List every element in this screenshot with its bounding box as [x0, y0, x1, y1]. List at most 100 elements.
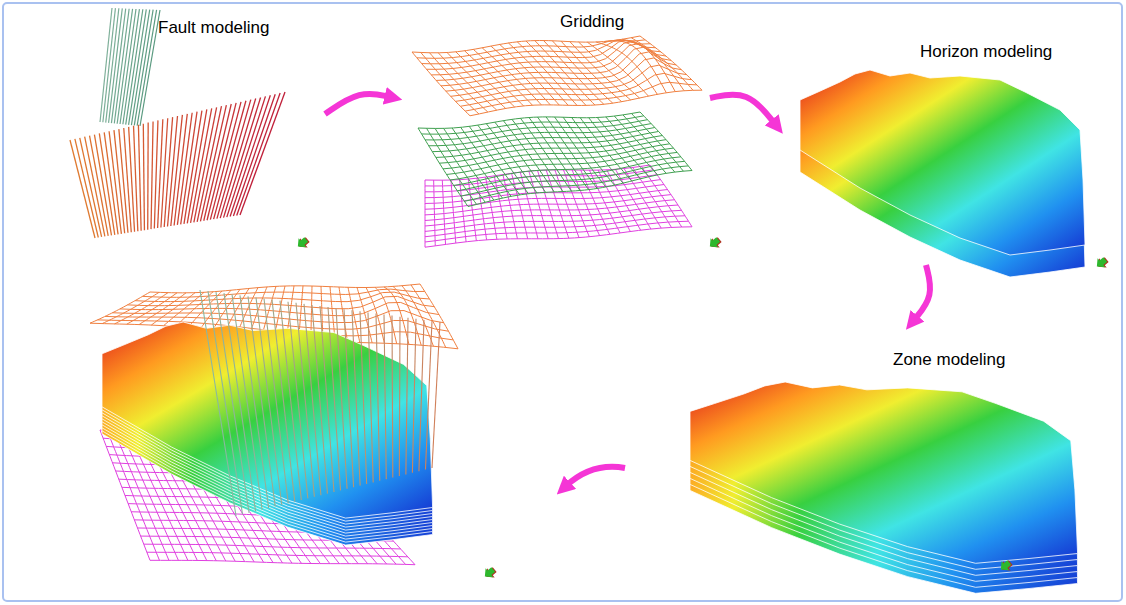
- fault-stick: [200, 290, 236, 516]
- surface-stack: [690, 382, 1078, 593]
- fault-stick: [240, 295, 269, 508]
- grid-line: [446, 52, 676, 91]
- stage-label: Gridding: [560, 12, 624, 32]
- grid-line: [147, 552, 408, 557]
- grid-line: [465, 82, 697, 111]
- grid-line: [431, 42, 660, 75]
- fault-stick: [114, 9, 129, 124]
- orientation-icon: [481, 564, 499, 582]
- grid-line: [425, 216, 685, 237]
- fault-stick: [232, 294, 262, 509]
- fault-stick: [412, 319, 416, 473]
- grid-line: [425, 200, 675, 221]
- icon-arrow: [481, 565, 497, 581]
- grid-line: [422, 116, 644, 134]
- fault-stick: [264, 299, 288, 504]
- fault-stick: [296, 303, 314, 497]
- grid-line: [470, 90, 702, 116]
- fault-stick: [230, 95, 270, 216]
- fault-stick: [304, 304, 321, 495]
- fault-stick: [109, 8, 123, 122]
- fault-stick: [391, 316, 393, 478]
- icon-arrow: [294, 235, 310, 251]
- orientation-icon: [997, 557, 1015, 575]
- grid-line: [150, 560, 415, 564]
- horizon-surface: [800, 70, 1085, 255]
- grid-line: [384, 287, 409, 344]
- fault-stick: [256, 297, 282, 504]
- fault-stick: [248, 296, 275, 506]
- grid-line: [425, 205, 678, 226]
- grid-line: [425, 227, 692, 247]
- fault-sticks: [100, 8, 160, 126]
- grid-line: [90, 292, 150, 323]
- fault-stick: [352, 310, 360, 485]
- fault-stick: [384, 315, 386, 480]
- fault-stick: [376, 313, 380, 480]
- fault-stick: [137, 10, 156, 126]
- grid-line: [460, 73, 691, 106]
- fault-stick: [200, 105, 226, 221]
- grid-line: [143, 289, 425, 297]
- fault-sticks: [70, 92, 285, 238]
- grid-line: [451, 58, 682, 96]
- stage-label: Zone modeling: [893, 350, 1005, 370]
- stage-panel: Fault modeling: [50, 10, 320, 250]
- horizon-surface: [102, 322, 433, 518]
- fault-stick: [312, 305, 327, 494]
- icon-arrow: [706, 235, 722, 251]
- fault-stick: [80, 138, 102, 237]
- icon-arrow: [997, 558, 1013, 574]
- fault-stick: [360, 311, 367, 484]
- fault-stick: [237, 93, 280, 215]
- icon-arrow: [1093, 255, 1109, 271]
- stage-panel: Gridding: [400, 10, 705, 250]
- grid-line: [425, 185, 664, 204]
- fault-stick: [406, 318, 408, 475]
- fault-stick: [90, 136, 109, 236]
- grid-line: [427, 40, 656, 69]
- grid-line: [464, 166, 688, 201]
- grid-line: [144, 544, 401, 549]
- fault-stick: [432, 322, 440, 468]
- orientation-icon: [294, 234, 312, 252]
- orientation-icon: [706, 234, 724, 252]
- stage-panel: Zone modeling: [680, 330, 1110, 575]
- flow-arrow: [914, 265, 930, 320]
- fault-stick: [111, 9, 125, 124]
- fault-stick: [134, 126, 138, 231]
- fault-stick: [233, 94, 275, 216]
- outer-frame: [3, 3, 1122, 601]
- fault-stick: [224, 293, 256, 511]
- grid-line: [150, 284, 420, 293]
- grid-line: [468, 171, 692, 207]
- orientation-icon: [1093, 254, 1111, 272]
- grid-line: [425, 210, 682, 231]
- grid-sheet: [412, 36, 702, 116]
- grid-line: [339, 287, 348, 342]
- fault-stick: [368, 312, 373, 482]
- surface-stack: [800, 70, 1085, 277]
- grid-line: [120, 302, 439, 315]
- fault-stick: [161, 118, 168, 227]
- fault-stick: [208, 291, 243, 514]
- illustration-layer: [70, 8, 1111, 593]
- fault-stick: [138, 125, 141, 231]
- stage-label: Fault modeling: [158, 18, 270, 38]
- flow-arrow: [566, 467, 625, 486]
- fault-sticks: [200, 290, 440, 516]
- fault-stick: [328, 307, 341, 490]
- fault-stick: [419, 320, 424, 471]
- fault-stick: [119, 129, 128, 233]
- fault-stick: [425, 321, 432, 470]
- fault-stick: [240, 92, 285, 215]
- fault-stick: [143, 124, 144, 231]
- fault-stick: [151, 121, 153, 229]
- flow-arrow: [325, 94, 390, 114]
- grid-line: [237, 288, 258, 334]
- fault-stick: [94, 135, 111, 236]
- fault-stick: [220, 99, 255, 219]
- fault-stick: [344, 309, 354, 487]
